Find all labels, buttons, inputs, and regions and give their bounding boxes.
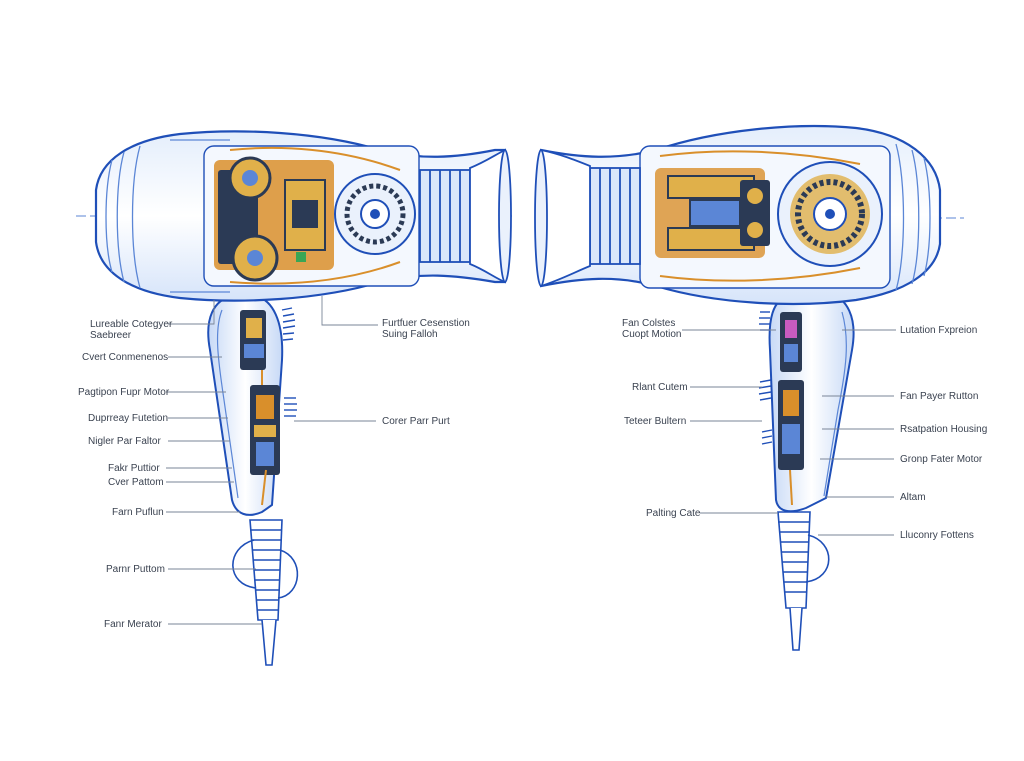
- right-dryer: [534, 124, 964, 651]
- label-left-1: Lureable Cotegyer Saebreer: [90, 319, 173, 341]
- label-left-2: Cvert Conmenenos: [82, 352, 169, 363]
- label-left-4: Duprreay Futetion: [88, 413, 169, 424]
- label-left-9: Parnr Puttom: [106, 564, 165, 575]
- label-left-6: Fakr Puttior: [108, 463, 160, 474]
- label-left-7: Cver Pattom: [108, 477, 164, 488]
- label-right-10: Lluconry Fottens: [900, 530, 974, 541]
- label-left-3: Pagtipon Fupr Motor: [78, 387, 170, 398]
- right-motor-assembly: [655, 150, 861, 282]
- label-right-6: Fan Payer Rutton: [900, 391, 979, 402]
- left-dryer: [76, 130, 512, 666]
- right-cord-strain-relief: [777, 511, 830, 651]
- label-right-2: Rlant Cutem: [632, 382, 688, 393]
- label-right-1: Fan Colstes Cuopt Motion: [622, 318, 682, 340]
- left-rear-rings: [105, 139, 230, 293]
- label-right-8: Gronp Fater Motor: [900, 454, 983, 465]
- right-handle-inner-edge: [823, 311, 847, 497]
- label-left-11: Furtfuer Cesenstion Suing Falloh: [382, 318, 470, 340]
- label-right-5: Lutation Fxpreion: [900, 325, 978, 336]
- right-nozzle: [534, 148, 641, 288]
- label-left-8: Farn Puflun: [112, 507, 164, 518]
- left-motor-assembly: [214, 146, 401, 285]
- left-fan-assembly: [334, 173, 416, 255]
- left-cord-strain-relief: [232, 519, 299, 666]
- label-right-3: Teteer Bultern: [624, 416, 687, 427]
- label-left-5: Nigler Par Faltor: [88, 436, 161, 447]
- left-handle-internals: [240, 310, 280, 506]
- label-right-4: Palting Cate: [646, 508, 701, 519]
- leader-lines: [166, 296, 896, 625]
- label-right-7: Rsatpation Housing: [900, 424, 988, 435]
- right-fan-assembly: [777, 161, 883, 267]
- right-rear-rings: [895, 143, 931, 291]
- left-grip-ridges: [281, 307, 297, 417]
- label-left-10: Fanr Merator: [104, 619, 162, 630]
- label-left-12: Corer Parr Purt: [382, 416, 450, 427]
- label-right-9: Altam: [900, 492, 926, 503]
- right-handle-internals: [778, 312, 804, 506]
- left-handle-inner-edge: [216, 309, 239, 499]
- left-nozzle: [419, 148, 512, 284]
